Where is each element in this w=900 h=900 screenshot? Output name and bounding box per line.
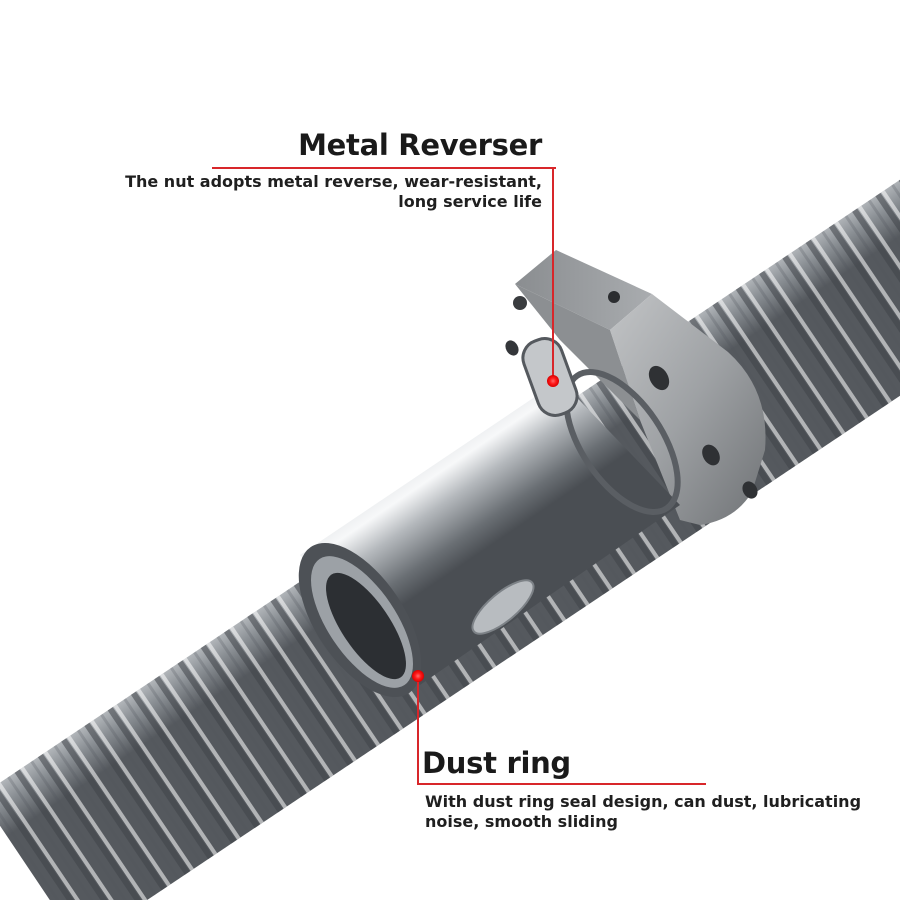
bolt-hole-icon <box>608 291 620 303</box>
nut-flange <box>505 250 766 525</box>
callout-title-metal-reverser: Metal Reverser <box>298 128 542 162</box>
callout-lines <box>212 167 706 785</box>
bolt-hole-icon <box>648 365 670 391</box>
callout-line-1-horizontal <box>212 167 556 169</box>
marker-dot-icon <box>412 670 424 682</box>
marker-dot-icon <box>547 375 559 387</box>
bolt-hole-icon <box>702 444 720 466</box>
dust-ring <box>326 572 406 680</box>
bolt-hole-icon <box>742 481 758 499</box>
callout-description-dust-ring: With dust ring seal design, can dust, lu… <box>425 792 862 831</box>
callout-title-dust-ring: Dust ring <box>422 746 571 780</box>
bolt-hole-icon <box>505 340 519 356</box>
callout-line-2-horizontal <box>417 783 706 785</box>
nut-body <box>298 337 681 697</box>
callout-line-2-vertical <box>417 678 419 784</box>
callout-line-1-vertical <box>552 167 554 383</box>
bolt-hole-icon <box>513 296 527 310</box>
callout-description-metal-reverser: The nut adopts metal reverse, wear-resis… <box>125 172 542 211</box>
